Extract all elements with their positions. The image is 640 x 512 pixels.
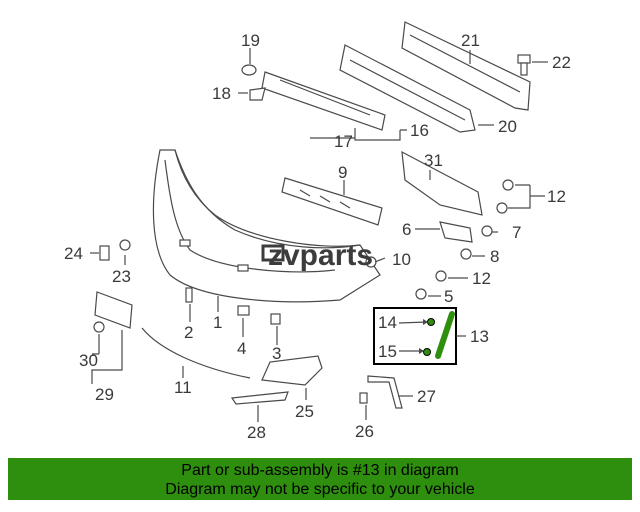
- bumper-cover-part[interactable]: [152, 149, 381, 303]
- clip-18-part[interactable]: [249, 87, 266, 101]
- callout-7: 7: [512, 223, 521, 242]
- callout-22: 22: [552, 53, 571, 72]
- impact-bar-part[interactable]: [339, 21, 531, 133]
- banner-line-2: Diagram may not be specific to your vehi…: [165, 481, 475, 498]
- callout-14[interactable]: 14: [378, 313, 397, 332]
- callout-27: 27: [417, 387, 436, 406]
- fasteners: [93, 179, 514, 404]
- callout-31: 31: [424, 151, 443, 170]
- callout-13[interactable]: 13: [470, 327, 489, 346]
- callout-10: 10: [392, 250, 411, 269]
- callout-6: 6: [402, 220, 411, 239]
- bracket-6-part[interactable]: [439, 221, 473, 243]
- callout-2: 2: [184, 323, 193, 342]
- callout-3: 3: [272, 344, 281, 363]
- molding-11-part[interactable]: [141, 327, 251, 379]
- callout-16: 16: [410, 121, 429, 140]
- callout-17: 17: [334, 132, 353, 151]
- bracket-27-part[interactable]: [367, 375, 403, 409]
- callout-12b: 12: [472, 269, 491, 288]
- callout-25: 25: [295, 402, 314, 421]
- callout-29: 29: [95, 385, 114, 404]
- highlight-box-13[interactable]: [373, 307, 466, 365]
- callout-5: 5: [444, 287, 453, 306]
- fog-cover-25-part[interactable]: [261, 355, 323, 386]
- leader-lines: [90, 48, 548, 422]
- bracket-31-part[interactable]: [401, 150, 483, 216]
- callout-1: 1: [213, 313, 222, 332]
- info-banner: Part or sub-assembly is #13 in diagram D…: [8, 458, 632, 500]
- energy-absorber-part[interactable]: [261, 71, 386, 131]
- callout-12a: 12: [547, 187, 566, 206]
- callout-23: 23: [112, 267, 131, 286]
- callout-15[interactable]: 15: [378, 342, 397, 361]
- grille-9-part[interactable]: [281, 177, 383, 226]
- callout-30: 30: [79, 351, 98, 370]
- callout-26: 26: [355, 422, 374, 441]
- callout-18: 18: [212, 84, 231, 103]
- bolt-22-part[interactable]: [517, 54, 531, 76]
- callout-21: 21: [461, 31, 480, 50]
- banner-line-1: Part or sub-assembly is #13 in diagram: [181, 462, 459, 479]
- clip-19-part[interactable]: [241, 64, 257, 76]
- callout-28: 28: [247, 423, 266, 442]
- callout-4: 4: [237, 339, 246, 358]
- callout-24: 24: [64, 244, 83, 263]
- callout-19: 19: [241, 31, 260, 50]
- molding-28-part[interactable]: [230, 391, 289, 405]
- callout-20: 20: [498, 117, 517, 136]
- watermark-logo: zvparts: [261, 239, 373, 272]
- callout-11: 11: [174, 378, 192, 397]
- svg-text:zvparts: zvparts: [268, 239, 373, 272]
- callout-9: 9: [338, 163, 347, 182]
- callout-8: 8: [490, 247, 499, 266]
- parts-diagram: zvparts 19 21 22 18 17 16 20 9 31 12 24 …: [64, 21, 571, 442]
- license-bracket-part[interactable]: [94, 291, 133, 329]
